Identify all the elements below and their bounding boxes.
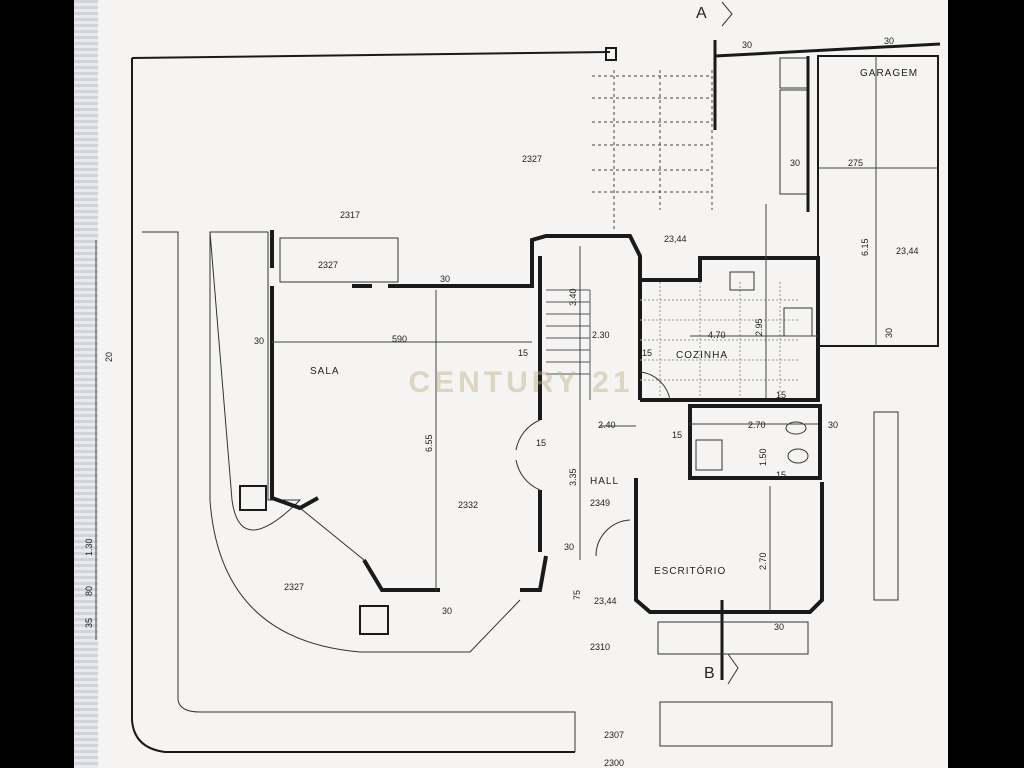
- dim-k15b: 15: [776, 390, 786, 400]
- garage-walls: [817, 55, 939, 347]
- post: [605, 47, 617, 61]
- label-living: SALA: [310, 366, 340, 377]
- dim-s15: 15: [518, 348, 528, 358]
- kitchen-stove: [783, 307, 813, 337]
- hall-double-door: [515, 419, 541, 491]
- level-sw-garden: 2327: [284, 582, 304, 592]
- dim-top-30a: 30: [742, 40, 752, 50]
- sala-north-wall: [352, 234, 642, 400]
- kitchen-door: [639, 371, 671, 401]
- terrace-curve: [209, 232, 521, 653]
- level-street-1: 2310: [590, 642, 610, 652]
- street-bay: [659, 701, 833, 747]
- dim-k470: 4.70: [708, 330, 726, 340]
- side-bed: [873, 411, 899, 601]
- dim-s590: 590: [392, 334, 407, 344]
- dim-side130: 1.30: [84, 538, 94, 556]
- dim-s30: 30: [254, 336, 264, 346]
- label-kitchen: COZINHA: [676, 350, 728, 361]
- kitchen-sink: [729, 271, 755, 291]
- interior-stairs: [546, 289, 591, 400]
- dim-side80: 80: [84, 586, 94, 596]
- dimension-lines: [95, 56, 938, 640]
- label-garage: GARAGEM: [860, 68, 918, 79]
- boundary-top-left: [131, 51, 611, 59]
- level-garden: 2327: [522, 154, 542, 164]
- inner-boundary: [142, 231, 576, 752]
- column-bottom: [359, 605, 389, 635]
- section-a-marker: A: [696, 5, 707, 22]
- garage-fixture: [779, 57, 809, 89]
- dim-g30b: 30: [884, 328, 894, 338]
- dim-b270: 2.70: [748, 420, 766, 430]
- dim-h335: 3.35: [568, 468, 578, 486]
- level-hall: 2349: [590, 498, 610, 508]
- level-terrace: 2317: [340, 210, 360, 220]
- dim-side20: 20: [104, 352, 114, 362]
- upper-terrace: [279, 237, 399, 283]
- dim-b15: 15: [776, 470, 786, 480]
- dim-side35: 35: [84, 618, 94, 628]
- toilet: [787, 448, 809, 464]
- paper-sheet: [74, 0, 948, 768]
- dim-h15b: 15: [672, 430, 682, 440]
- dim-h230: 2.30: [592, 330, 610, 340]
- level-garage: 23,44: [896, 246, 919, 256]
- dim-h340: 3.40: [568, 288, 578, 306]
- sala-south-wall: [362, 555, 548, 592]
- level-entry: 23,44: [594, 596, 617, 606]
- dim-o30: 30: [774, 622, 784, 632]
- level-kitchen: 23,44: [664, 234, 687, 244]
- kitchen-tiles: [640, 282, 800, 398]
- boundary-top-right: [714, 42, 941, 58]
- sala-west-wall: [270, 286, 319, 511]
- dim-g275: 275: [848, 158, 863, 168]
- exterior-steps: [592, 70, 713, 232]
- level-street-3: 2300: [604, 758, 624, 768]
- dim-s30c: 30: [442, 606, 452, 616]
- kitchen-walls: [640, 256, 820, 402]
- office-door: [595, 519, 631, 557]
- dim-k295: 2.95: [754, 318, 764, 336]
- level-upper-left: 2327: [318, 260, 338, 270]
- dim-h240: 2.40: [598, 420, 616, 430]
- dim-h15: 15: [536, 438, 546, 448]
- column-left: [239, 485, 267, 511]
- level-sala: 2332: [458, 500, 478, 510]
- dim-g615: 6.15: [860, 238, 870, 256]
- dim-b150: 1.50: [758, 448, 768, 466]
- label-hall: HALL: [590, 476, 619, 487]
- dim-h75: 75: [572, 590, 582, 600]
- dim-k15: 15: [642, 348, 652, 358]
- dim-s655: 6.55: [424, 434, 434, 452]
- level-street-2: 2307: [604, 730, 624, 740]
- dim-o270: 2.70: [758, 552, 768, 570]
- planter: [657, 621, 809, 655]
- scan-edge-strip: [74, 0, 98, 768]
- dim-s30b: 30: [440, 274, 450, 284]
- dim-h30: 30: [564, 542, 574, 552]
- dim-b30: 30: [828, 420, 838, 430]
- boundary-left: [131, 58, 575, 753]
- shower: [695, 439, 723, 471]
- bathroom-walls: [688, 404, 822, 480]
- label-office: ESCRITÓRIO: [654, 564, 726, 577]
- section-b-marker: B: [704, 665, 715, 682]
- dim-g30: 30: [790, 158, 800, 168]
- office-walls: [634, 478, 824, 614]
- watermark-logo: CENTURY 21: [408, 366, 634, 399]
- dim-top-30b: 30: [884, 36, 894, 46]
- bathroom-sink: [785, 421, 807, 435]
